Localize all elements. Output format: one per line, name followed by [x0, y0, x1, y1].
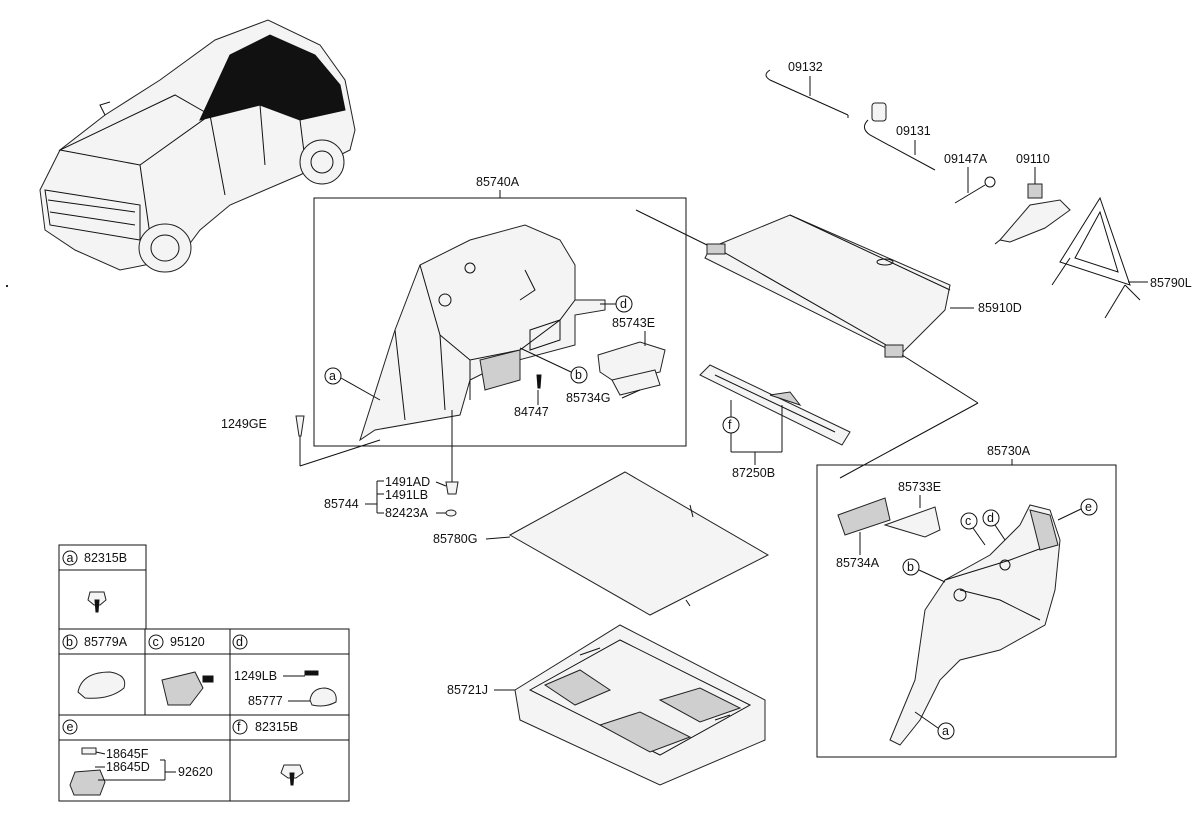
svg-text:d: d: [987, 511, 994, 525]
label-87250B: 87250B: [732, 466, 775, 480]
label-85780G: 85780G: [433, 532, 477, 546]
part-85790l-warning-triangle: [1051, 196, 1141, 319]
part-09131-wrench: [864, 102, 936, 171]
part-87250b-scuff-plate: [699, 364, 851, 446]
svg-text:b: b: [575, 368, 582, 382]
svg-text:d: d: [620, 297, 627, 311]
svg-text:a: a: [942, 724, 949, 738]
label-09147A: 09147A: [944, 152, 988, 166]
legend-a-part: 82315B: [84, 551, 127, 565]
legend-e-lamp-icon: [69, 769, 106, 796]
part-85721j-luggage-tray: [514, 624, 766, 786]
group-box-85730a: [816, 464, 1117, 758]
callout-b-left: [570, 366, 588, 384]
legend-b-part: 85779A: [84, 635, 128, 649]
legend-e-circle: [62, 719, 78, 735]
legend-d-circle: [232, 634, 248, 650]
label-85733E: 85733E: [898, 480, 941, 494]
legend-a-clip-icon: [87, 591, 107, 606]
legend-d-screw-icon: [304, 670, 319, 676]
svg-text:f: f: [728, 418, 732, 432]
part-09132-rod: [765, 69, 849, 118]
part-82423a-washer: [445, 509, 457, 517]
label-85744: 85744: [324, 497, 359, 511]
svg-text:e: e: [1085, 500, 1092, 514]
label-85910D: 85910D: [978, 301, 1022, 315]
legend-f-part: 82315B: [255, 720, 298, 734]
legend-d-part-1: 1249LB: [234, 669, 277, 683]
part-84747-screw: [536, 374, 542, 389]
label-85743E: 85743E: [612, 316, 655, 330]
label-85740A: 85740A: [476, 175, 520, 189]
label-1491AD: 1491AD: [385, 475, 430, 489]
legend-c-socket-icon: [161, 671, 204, 706]
svg-text:a: a: [329, 369, 336, 383]
callout-d-right: [982, 509, 1000, 527]
callout-b-right: [902, 558, 920, 576]
part-85780g-floor-mat: [508, 471, 770, 616]
legend-e-part-1: 18645F: [106, 747, 149, 761]
callout-c-right: [960, 512, 978, 530]
part-right-quarter-trim: [889, 504, 1061, 746]
vehicle-illustration: [39, 19, 356, 273]
legend-a-circle: [62, 550, 78, 566]
label-85721J: 85721J: [447, 683, 488, 697]
part-85734g: [611, 369, 661, 396]
label-1491LB: 1491LB: [385, 488, 428, 502]
legend-c-letter: c: [153, 635, 159, 649]
legend-c-circle: [148, 634, 164, 650]
label-09110: 09110: [1016, 152, 1050, 166]
legend-d-letter: d: [236, 635, 243, 649]
legend-b-circle: [62, 634, 78, 650]
label-85730A: 85730A: [987, 444, 1031, 458]
svg-text:b: b: [907, 560, 914, 574]
svg-text:c: c: [965, 514, 971, 528]
part-1249ge-screw: [295, 415, 305, 437]
part-left-quarter-trim: [359, 224, 606, 442]
part-1491ad-clip: [445, 481, 459, 495]
legend-a-letter: a: [67, 551, 74, 565]
label-09131: 09131: [896, 124, 931, 138]
label-1249GE: 1249GE: [221, 417, 267, 431]
label-85734A: 85734A: [836, 556, 880, 570]
callout-a-right: [937, 722, 955, 740]
part-85910d-tonneau-cover: [704, 214, 951, 358]
legend-f-circle: [232, 719, 248, 735]
label-82423A: 82423A: [385, 506, 429, 520]
legend-e-part-2: 18645D: [106, 760, 150, 774]
legend-f-letter: f: [237, 720, 241, 734]
part-09110-jack: [994, 183, 1071, 245]
legend-b-cover-icon: [77, 671, 126, 699]
callout-e-right: [1080, 498, 1098, 516]
callout-a-left: [324, 367, 342, 385]
legend-e-part-3: 92620: [178, 765, 213, 779]
label-85790L: 85790L: [1150, 276, 1192, 290]
legend-table: [58, 544, 350, 802]
legend-e-bulb-icon: [81, 747, 97, 755]
part-85734a: [837, 497, 891, 536]
legend-e-letter: e: [67, 720, 74, 734]
label-84747: 84747: [514, 405, 549, 419]
label-09132: 09132: [788, 60, 823, 74]
legend-f-clip-icon: [280, 764, 304, 779]
legend-c-part: 95120: [170, 635, 205, 649]
part-09147a-tow-hook: [954, 176, 996, 204]
label-85734G: 85734G: [566, 391, 610, 405]
legend-d-part-2: 85777: [248, 694, 283, 708]
part-85733e: [883, 506, 941, 538]
legend-b-letter: b: [66, 635, 73, 649]
legend-d-cover-icon: [309, 687, 337, 707]
